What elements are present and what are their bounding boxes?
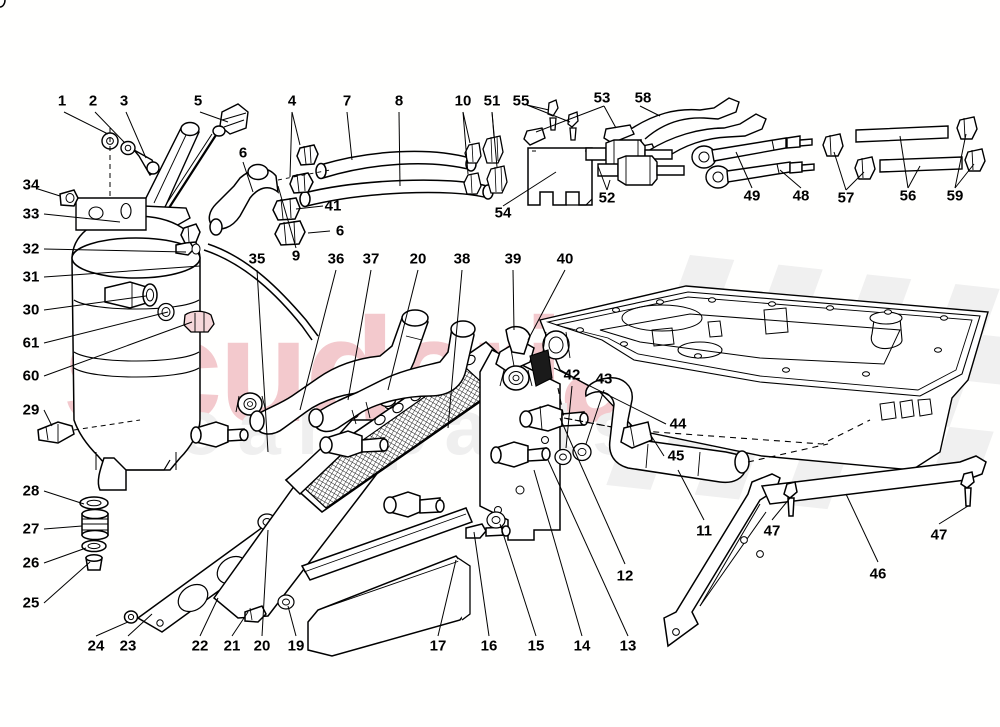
callout-57: 57 [837,189,855,207]
callout-19: 19 [287,637,305,655]
callout-38: 38 [453,250,471,268]
callout-2: 2 [88,92,98,110]
callout-26: 26 [22,554,40,572]
callout-14: 14 [573,637,591,655]
callout-5: 5 [193,92,203,110]
callout-33: 33 [22,205,40,223]
callout-36: 36 [327,250,345,268]
callout-44: 44 [669,415,687,433]
callout-9: 9 [291,247,301,265]
callout-39: 39 [504,250,522,268]
callout-24: 24 [87,637,105,655]
callout-60: 60 [22,367,40,385]
part-group-links-right [523,97,986,189]
callout-35: 35 [248,250,266,268]
callout-46: 46 [869,565,887,583]
callout-41: 41 [324,197,342,215]
callout-59: 59 [946,187,964,205]
callout-6: 6 [238,144,248,162]
callout-20-lower: 20 [253,637,271,655]
leader-lines [37,104,975,637]
callout-21: 21 [223,637,241,655]
callout-52: 52 [598,189,616,207]
callout-48: 48 [792,187,810,205]
callout-6-lower: 6 [335,222,345,240]
callout-34: 34 [22,176,40,194]
callout-1: 1 [57,92,67,110]
callout-32: 32 [22,240,40,258]
part-oil-tank [37,189,215,571]
callout-29: 29 [22,401,40,419]
callout-25: 25 [22,594,40,612]
callout-22: 22 [191,637,209,655]
callout-7: 7 [342,92,352,110]
callout-15: 15 [527,637,545,655]
callout-53: 53 [593,89,611,107]
callout-42: 42 [563,366,581,384]
callout-4: 4 [287,92,297,110]
callout-58: 58 [634,89,652,107]
callout-13: 13 [619,637,637,655]
callout-49: 49 [743,187,761,205]
callout-30: 30 [22,301,40,319]
callout-3: 3 [119,92,129,110]
callout-55: 55 [512,92,530,110]
callout-20: 20 [409,250,427,268]
callout-40: 40 [556,250,574,268]
callout-23: 23 [119,637,137,655]
part-group-hoses-78 [0,0,494,246]
callout-17: 17 [429,637,447,655]
callout-8: 8 [394,92,404,110]
part-group-pipes-centre [249,309,531,435]
callout-43: 43 [595,370,613,388]
callout-47-right: 47 [930,526,948,544]
callout-11: 11 [696,522,712,540]
part-group-clamps-small [463,99,593,206]
callout-31: 31 [22,268,40,286]
callout-61: 61 [22,334,40,352]
callout-10: 10 [454,92,472,110]
callout-27: 27 [22,520,40,538]
callout-54: 54 [494,204,512,222]
callout-37: 37 [362,250,380,268]
callout-56: 56 [899,187,917,205]
callout-47: 47 [763,522,781,540]
callout-28: 28 [22,482,40,500]
callout-45: 45 [667,447,685,465]
callout-51: 51 [483,92,501,110]
callout-16: 16 [480,637,498,655]
callout-12: 12 [616,567,634,585]
part-oil-pan [529,285,989,471]
